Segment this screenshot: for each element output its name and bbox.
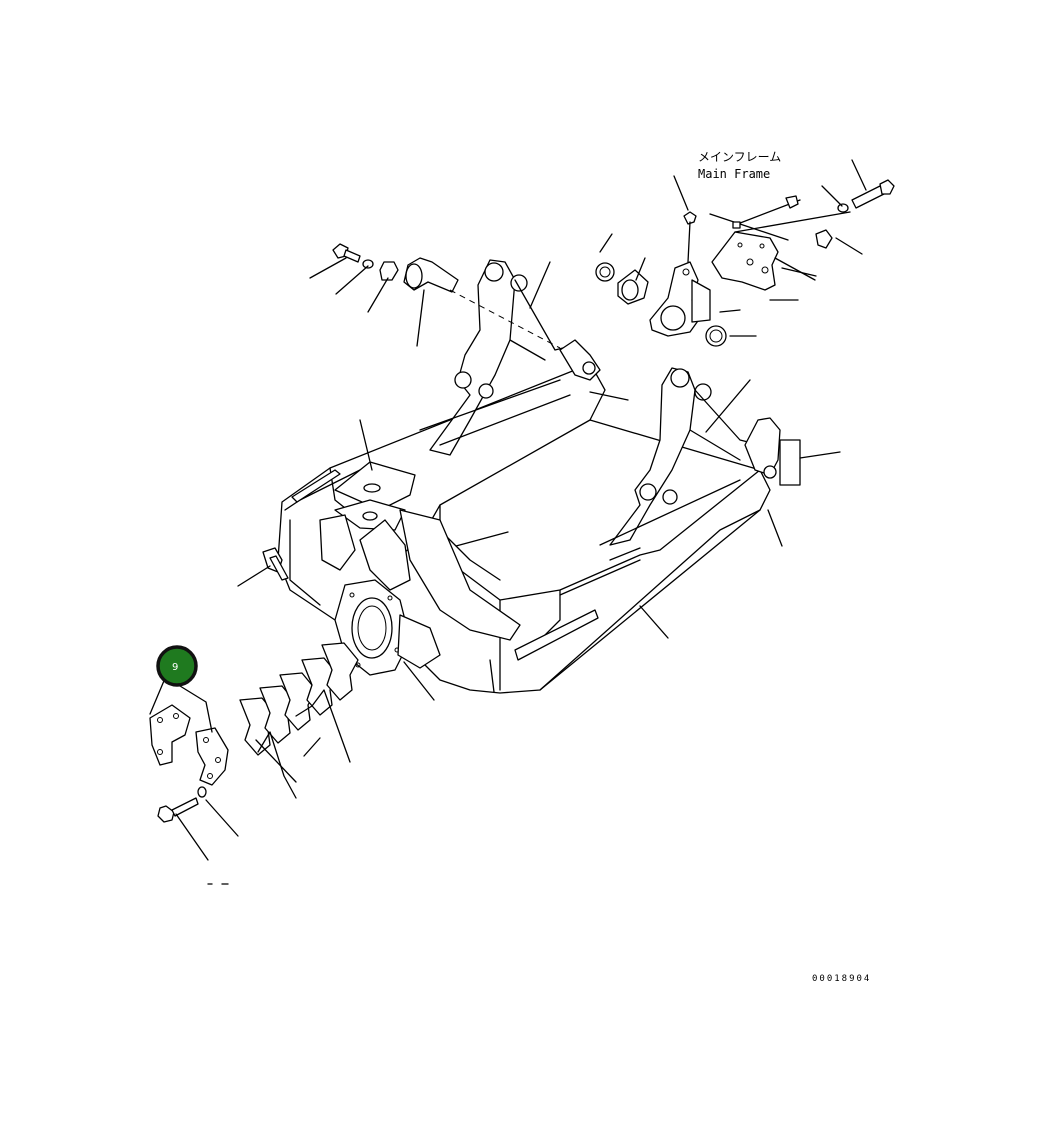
- cap-bolt: [157, 786, 207, 823]
- main-frame-label-japanese: メインフレーム: [698, 150, 781, 164]
- shim-plates: [239, 642, 359, 756]
- boom-pin-assembly: [332, 243, 561, 349]
- left-boom-bracket: [429, 259, 601, 456]
- side-bolt: [262, 547, 289, 581]
- leader-lines: [149, 159, 867, 885]
- link-bushing-group: [595, 211, 727, 347]
- center-bracket: [319, 461, 521, 641]
- frame-rails: [284, 379, 741, 661]
- right-boom-bracket: [609, 367, 801, 546]
- split-cap: [149, 704, 229, 786]
- callout-badge-9[interactable]: 9: [156, 645, 198, 687]
- side-flange: [334, 579, 441, 676]
- drawing-code: 00018904: [812, 974, 871, 984]
- main-frame-label-english: Main Frame: [698, 167, 770, 181]
- upper-right-bracket: [709, 179, 895, 291]
- callout-number: 9: [172, 662, 178, 673]
